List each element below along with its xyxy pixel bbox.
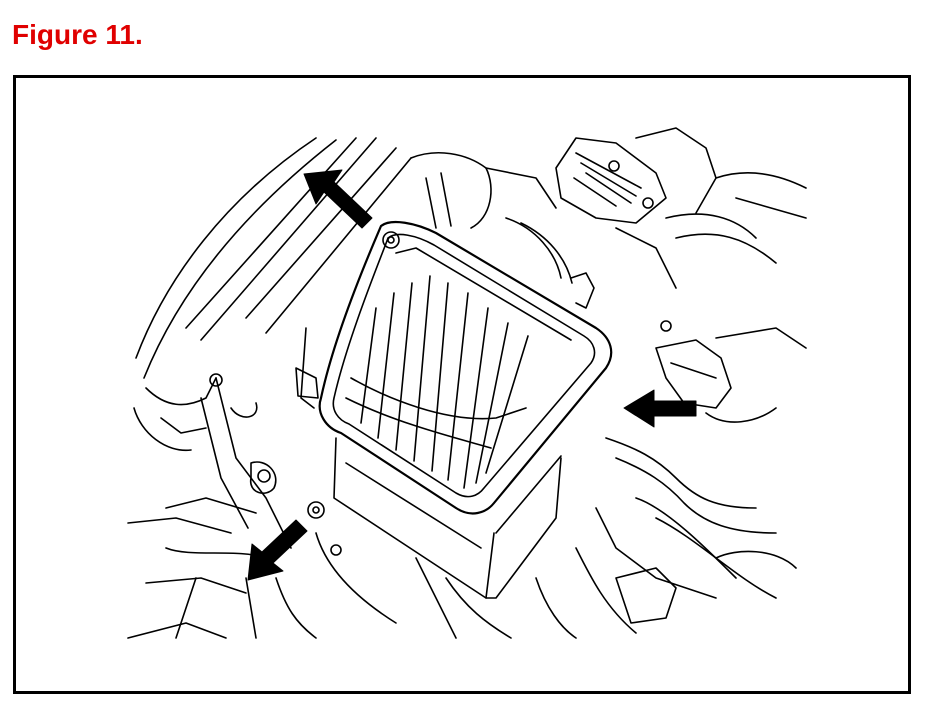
arrow-upper-left bbox=[303, 169, 373, 229]
left-bracket-lines bbox=[127, 373, 397, 639]
engine-illustration bbox=[127, 127, 807, 639]
upper-components bbox=[410, 127, 807, 289]
arrow-right bbox=[623, 389, 697, 428]
right-components bbox=[415, 320, 807, 639]
arrow-lower-left bbox=[247, 519, 308, 581]
hood-fender-lines bbox=[133, 137, 412, 452]
illustration-frame bbox=[13, 75, 911, 694]
figure-title: Figure 11. bbox=[12, 19, 143, 50]
air-cleaner-box bbox=[295, 220, 613, 599]
